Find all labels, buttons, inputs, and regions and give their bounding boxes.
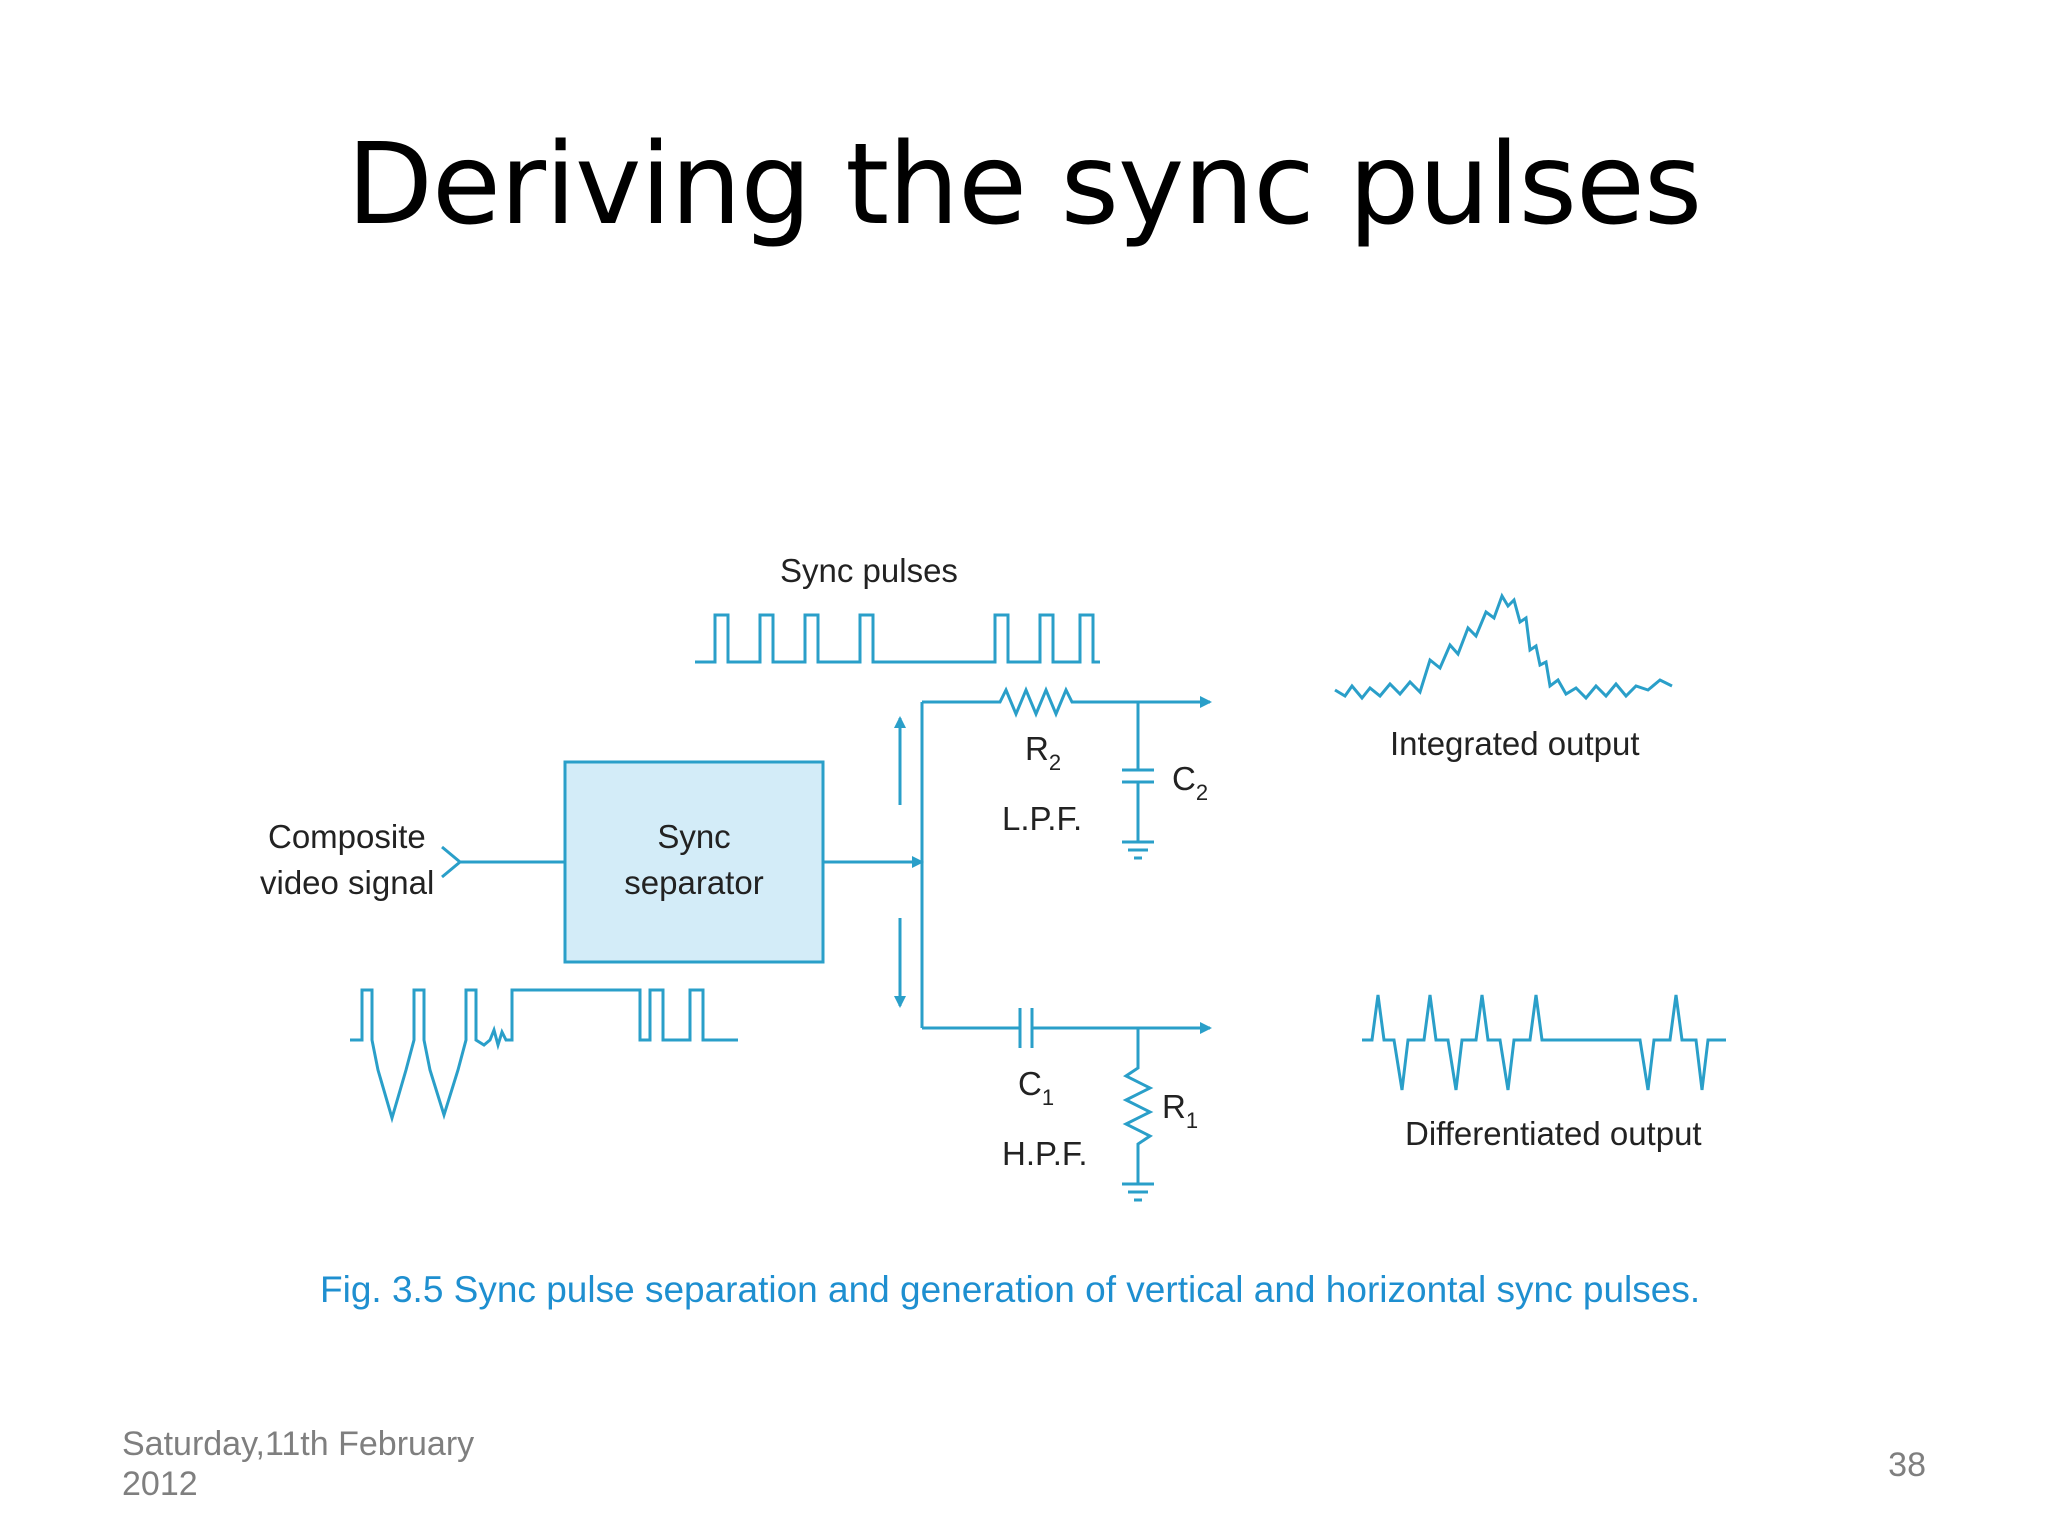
block-label-line1: Sync <box>657 818 730 855</box>
figure-caption: Fig. 3.5 Sync pulse separation and gener… <box>320 1269 1700 1310</box>
sync-pulses-waveform <box>695 613 1100 664</box>
slide-title: Deriving the sync pulses <box>346 120 1702 250</box>
upper-branch-wire <box>922 686 1212 718</box>
lpf-label: L.P.F. <box>1002 800 1082 837</box>
ground-icon-upper <box>1122 840 1154 860</box>
r1-label: R1 <box>1162 1088 1198 1133</box>
input-label-line2: video signal <box>260 864 434 901</box>
r2-label: R2 <box>1025 730 1061 775</box>
r1-resistor <box>1122 1028 1154 1184</box>
footer-date: Saturday,11th February 2012 <box>122 1425 475 1503</box>
integrated-output-waveform <box>1334 592 1673 701</box>
ground-icon-lower <box>1122 1182 1154 1202</box>
block-label-line2: separator <box>624 864 763 901</box>
input-chevron <box>441 845 463 879</box>
hpf-label: H.P.F. <box>1002 1135 1088 1172</box>
differentiated-output-waveform <box>1362 994 1726 1091</box>
page-number: 38 <box>1888 1446 1926 1484</box>
c2-label: C2 <box>1172 760 1208 805</box>
input-label-line1: Composite <box>268 818 426 855</box>
sync-pulses-label: Sync pulses <box>780 552 958 589</box>
sync-separator-block <box>563 760 825 964</box>
integrated-output-label: Integrated output <box>1390 725 1640 762</box>
composite-video-waveform <box>350 988 738 1124</box>
c1-label: C1 <box>1018 1065 1054 1110</box>
differentiated-output-label: Differentiated output <box>1405 1115 1702 1152</box>
